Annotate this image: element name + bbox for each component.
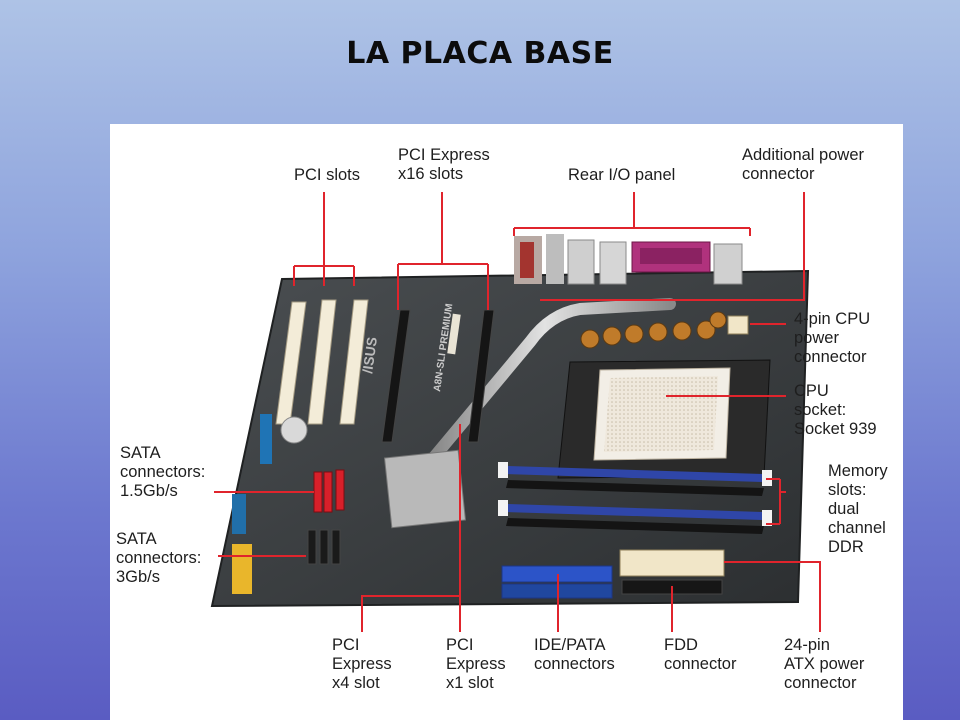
label-pci-slots: PCI slots xyxy=(294,166,361,184)
label-cpu-power: 4-pin CPU power connector xyxy=(794,310,871,366)
label-sata-1-5: SATA connectors: 1.5Gb/s xyxy=(120,444,206,500)
sata-1-5-connectors-illustration xyxy=(313,469,345,513)
label-additional-power: Additional power connector xyxy=(742,146,864,183)
label-pcie-x4: PCI Express x4 slot xyxy=(332,636,392,692)
label-atx-power: 24-pin ATX power connector xyxy=(784,636,865,692)
label-pcie-x1: PCI Express x1 slot xyxy=(446,636,506,692)
memory-slots-illustration xyxy=(498,462,772,534)
chipset-heatsink xyxy=(383,449,467,529)
rear-io-panel xyxy=(514,234,743,285)
atx-power-connector xyxy=(619,549,725,577)
cmos-battery xyxy=(280,416,308,444)
slide-title: LA PLACA BASE xyxy=(346,36,614,71)
label-pcie-x16-slots: PCI Express x16 slots xyxy=(398,146,490,183)
label-sata-3: SATA connectors: 3Gb/s xyxy=(116,530,202,586)
label-rear-io-panel: Rear I/O panel xyxy=(568,166,676,184)
heat-pipe xyxy=(414,298,676,480)
pci-slots-illustration xyxy=(275,299,369,425)
motherboard-figure: /ISUS A8N-SLI PREMIUM xyxy=(110,124,903,720)
pcie-x1-slot-illustration xyxy=(447,313,461,355)
label-memory-slots: Memory slots: dual channel DDR xyxy=(828,462,888,556)
cpu-power-connector xyxy=(727,315,749,335)
pcie-x16-slots-illustration xyxy=(381,309,495,443)
motherboard-illustration: /ISUS A8N-SLI PREMIUM xyxy=(210,192,821,632)
sata-3-connectors-illustration xyxy=(307,529,341,565)
label-cpu-socket: CPU socket: Socket 939 xyxy=(794,382,877,438)
label-fdd: FDD connector xyxy=(664,636,737,673)
vrm-capacitors xyxy=(580,311,727,349)
label-ide-pata: IDE/PATA connectors xyxy=(534,636,615,673)
leader-lines xyxy=(214,192,821,632)
board-brand-text: /ISUS xyxy=(359,336,380,374)
cpu-socket xyxy=(557,359,771,479)
